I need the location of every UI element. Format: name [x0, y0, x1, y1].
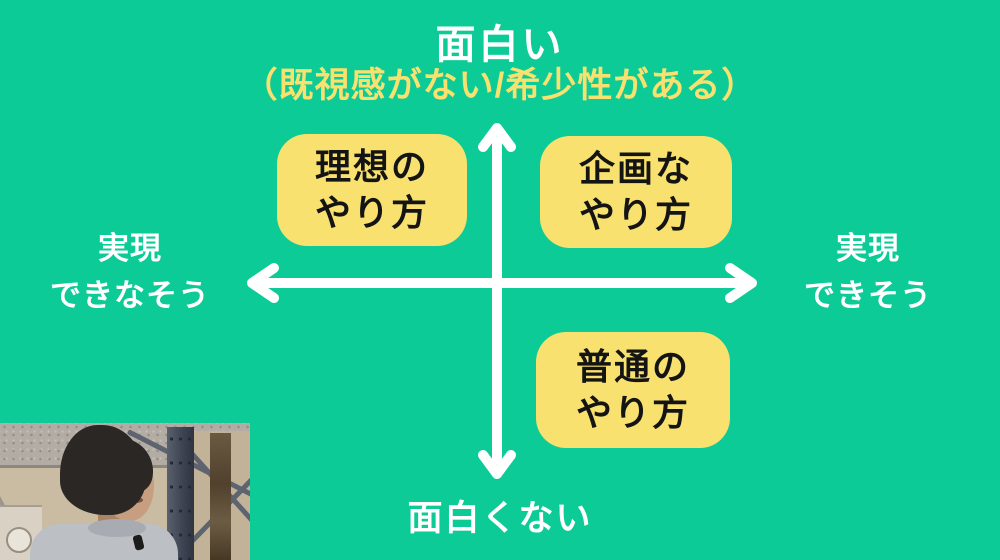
quadrant-label-line: 理想の	[314, 145, 429, 187]
webcam-door-knob	[6, 527, 32, 553]
webcam-rusty-strip	[210, 433, 231, 560]
quadrant-label-line: 企画な	[578, 147, 693, 189]
presenter-webcam-overlay	[0, 423, 250, 560]
quadrant-box-bottom-right: 普通の やり方	[536, 332, 730, 448]
axis-bottom-label: 面白くない	[407, 499, 593, 538]
presenter-sweater-collar	[88, 519, 146, 537]
quadrant-box-top-right: 企画な やり方	[540, 136, 732, 248]
quadrant-label-line: 普通の	[575, 345, 690, 387]
arrowhead-left-icon	[247, 263, 279, 303]
quadrant-label-line: やり方	[314, 192, 429, 233]
axis-left-label: 実現 できなそう	[10, 226, 250, 319]
axis-top-sublabel: （既視感がない/希少性がある）	[242, 66, 758, 105]
axis-left-line2: できなそう	[50, 277, 210, 313]
axis-left-line1: 実現	[98, 231, 162, 266]
arrowhead-up-icon	[478, 123, 516, 152]
axis-right-line2: できそう	[804, 277, 932, 313]
axis-right-line1: 実現	[836, 231, 900, 266]
quadrant-box-top-left: 理想の やり方	[277, 134, 467, 246]
axis-right-label: 実現 できそう	[748, 226, 988, 319]
quadrant-label-line: やり方	[575, 392, 690, 433]
axis-top-label: 面白い	[435, 23, 565, 67]
quadrant-label-line: やり方	[578, 194, 693, 235]
arrowhead-down-icon	[478, 450, 516, 479]
